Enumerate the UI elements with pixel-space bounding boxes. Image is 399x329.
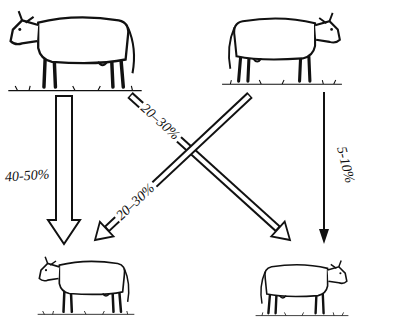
cross-arrow: [107, 95, 250, 229]
cow-figure: [222, 13, 342, 84]
cross-arrow: [130, 95, 278, 229]
thin-arrow: [323, 92, 325, 230]
bull-figure: [8, 11, 141, 90]
hollow-arrow: [48, 96, 80, 244]
percent-label: 20–30%: [136, 99, 184, 144]
percent-label: 5-10%: [334, 143, 359, 187]
percent-label: 20–30%: [111, 179, 159, 225]
percent-label: 40-50%: [2, 167, 51, 186]
calf-figure: [256, 260, 349, 315]
calf-figure: [38, 257, 135, 315]
